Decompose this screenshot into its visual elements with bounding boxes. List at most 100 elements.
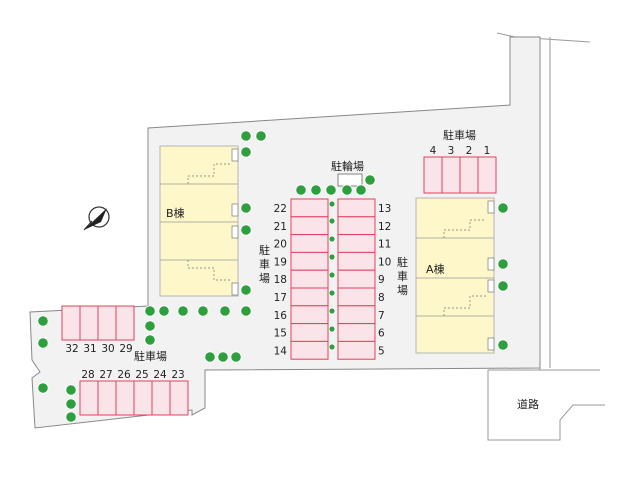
building-b-label: B棟 <box>166 206 185 220</box>
parking-stall-17 <box>290 287 329 307</box>
parking-stall-20 <box>290 234 329 253</box>
trees <box>37 130 509 423</box>
tree-icon <box>217 351 229 363</box>
parking-number-30: 30 <box>101 343 114 355</box>
parking-number-24: 24 <box>153 369 167 381</box>
tree-icon <box>144 320 156 332</box>
tree-icon <box>364 174 376 186</box>
parking-stall-3 <box>441 156 461 194</box>
parking-stall-18 <box>290 269 329 289</box>
tree-icon <box>240 305 252 317</box>
parking-number-12: 12 <box>378 221 391 233</box>
tree-icon <box>328 325 336 333</box>
parking-stall-11 <box>337 234 376 253</box>
tree-icon <box>144 305 156 317</box>
tree-icon <box>497 339 509 351</box>
parking-label-center-right-char-2: 車 <box>397 269 408 283</box>
parking-label-left-text: 駐車場 <box>134 349 167 363</box>
tree-icon <box>328 289 336 297</box>
tree-icon <box>240 130 252 142</box>
tree-icon <box>37 382 49 394</box>
parking-number-9: 9 <box>378 274 385 286</box>
tree-icon <box>328 343 336 351</box>
parking-number-29: 29 <box>119 343 132 355</box>
parking-number-8: 8 <box>378 292 385 304</box>
parking-stall-8 <box>337 287 376 307</box>
parking-stall-14 <box>290 340 329 360</box>
parking-stall-23 <box>169 380 189 416</box>
tree-icon <box>204 351 216 363</box>
parking-stall-32 <box>61 305 81 341</box>
tree-icon <box>37 315 49 327</box>
parking-label-top: 駐車場 <box>443 128 476 142</box>
tree-icon <box>37 337 49 349</box>
parking-number-5: 5 <box>378 345 385 357</box>
parking-stall-13 <box>337 198 376 218</box>
parking-number-25: 25 <box>135 369 148 381</box>
parking-number-27: 27 <box>99 369 112 381</box>
parking-number-26: 26 <box>117 369 131 381</box>
tree-icon <box>240 224 252 236</box>
tree-icon <box>328 253 336 261</box>
tree-icon <box>341 184 353 196</box>
parking-stall-5 <box>337 340 376 360</box>
tree-icon <box>328 307 336 315</box>
parking-number-22: 22 <box>274 203 287 215</box>
parking-stall-15 <box>290 323 329 342</box>
parking-stall-16 <box>290 305 329 325</box>
parking-number-21: 21 <box>274 221 287 233</box>
tree-icon <box>177 305 189 317</box>
parking-label-center-left-char-2: 車 <box>259 257 270 271</box>
parking-stall-7 <box>337 305 376 325</box>
tree-icon <box>65 411 77 423</box>
parking-stall-22 <box>290 198 329 218</box>
parking-stall-27 <box>97 380 117 416</box>
north-arrow-icon <box>83 206 110 231</box>
parking-stall-25 <box>133 380 153 416</box>
parking-number-11: 11 <box>378 239 391 251</box>
building-b: B棟 <box>159 145 239 297</box>
tree-icon <box>230 351 242 363</box>
tree-icon <box>197 305 209 317</box>
parking-number-16: 16 <box>274 310 288 322</box>
parking-stall-6 <box>337 323 376 342</box>
parking-number-2: 2 <box>466 145 473 157</box>
tree-icon <box>497 258 509 270</box>
parking-number-6: 6 <box>378 328 385 340</box>
tree-icon <box>219 305 231 317</box>
parking-number-7: 7 <box>378 310 385 322</box>
parking-stall-31 <box>79 305 99 341</box>
parking-number-15: 15 <box>274 328 287 340</box>
parking-number-10: 10 <box>378 256 391 268</box>
parking-number-18: 18 <box>274 274 287 286</box>
parking-stall-21 <box>290 216 329 236</box>
parking-label-center-left-char-1: 駐 <box>259 243 270 257</box>
parking-number-14: 14 <box>274 345 288 357</box>
parking-label-center-right-char-1: 駐 <box>397 255 408 269</box>
tree-icon <box>310 184 322 196</box>
parking-stall-29 <box>115 305 135 341</box>
tree-icon <box>328 217 336 225</box>
parking-number-3: 3 <box>448 145 455 157</box>
parking-stall-12 <box>337 216 376 236</box>
parking-stall-1 <box>477 156 497 194</box>
parking-label-center-right-char-3: 場 <box>397 284 408 297</box>
tree-icon <box>240 202 252 214</box>
tree-icon <box>255 130 267 142</box>
tree-icon <box>497 280 509 292</box>
parking-number-1: 1 <box>484 145 491 157</box>
parking-stall-30 <box>97 305 117 341</box>
parking-number-23: 23 <box>171 369 184 381</box>
tree-icon <box>355 184 367 196</box>
tree-icon <box>65 398 77 410</box>
parking-number-13: 13 <box>378 203 391 215</box>
parking-stall-2 <box>459 156 479 194</box>
bicycle-parking: 駐輪場 <box>331 159 364 187</box>
tree-icon <box>497 202 509 214</box>
tree-icon <box>65 384 77 396</box>
tree-icon <box>240 284 252 296</box>
building-a-label: A棟 <box>426 262 445 276</box>
tree-icon <box>328 271 336 279</box>
